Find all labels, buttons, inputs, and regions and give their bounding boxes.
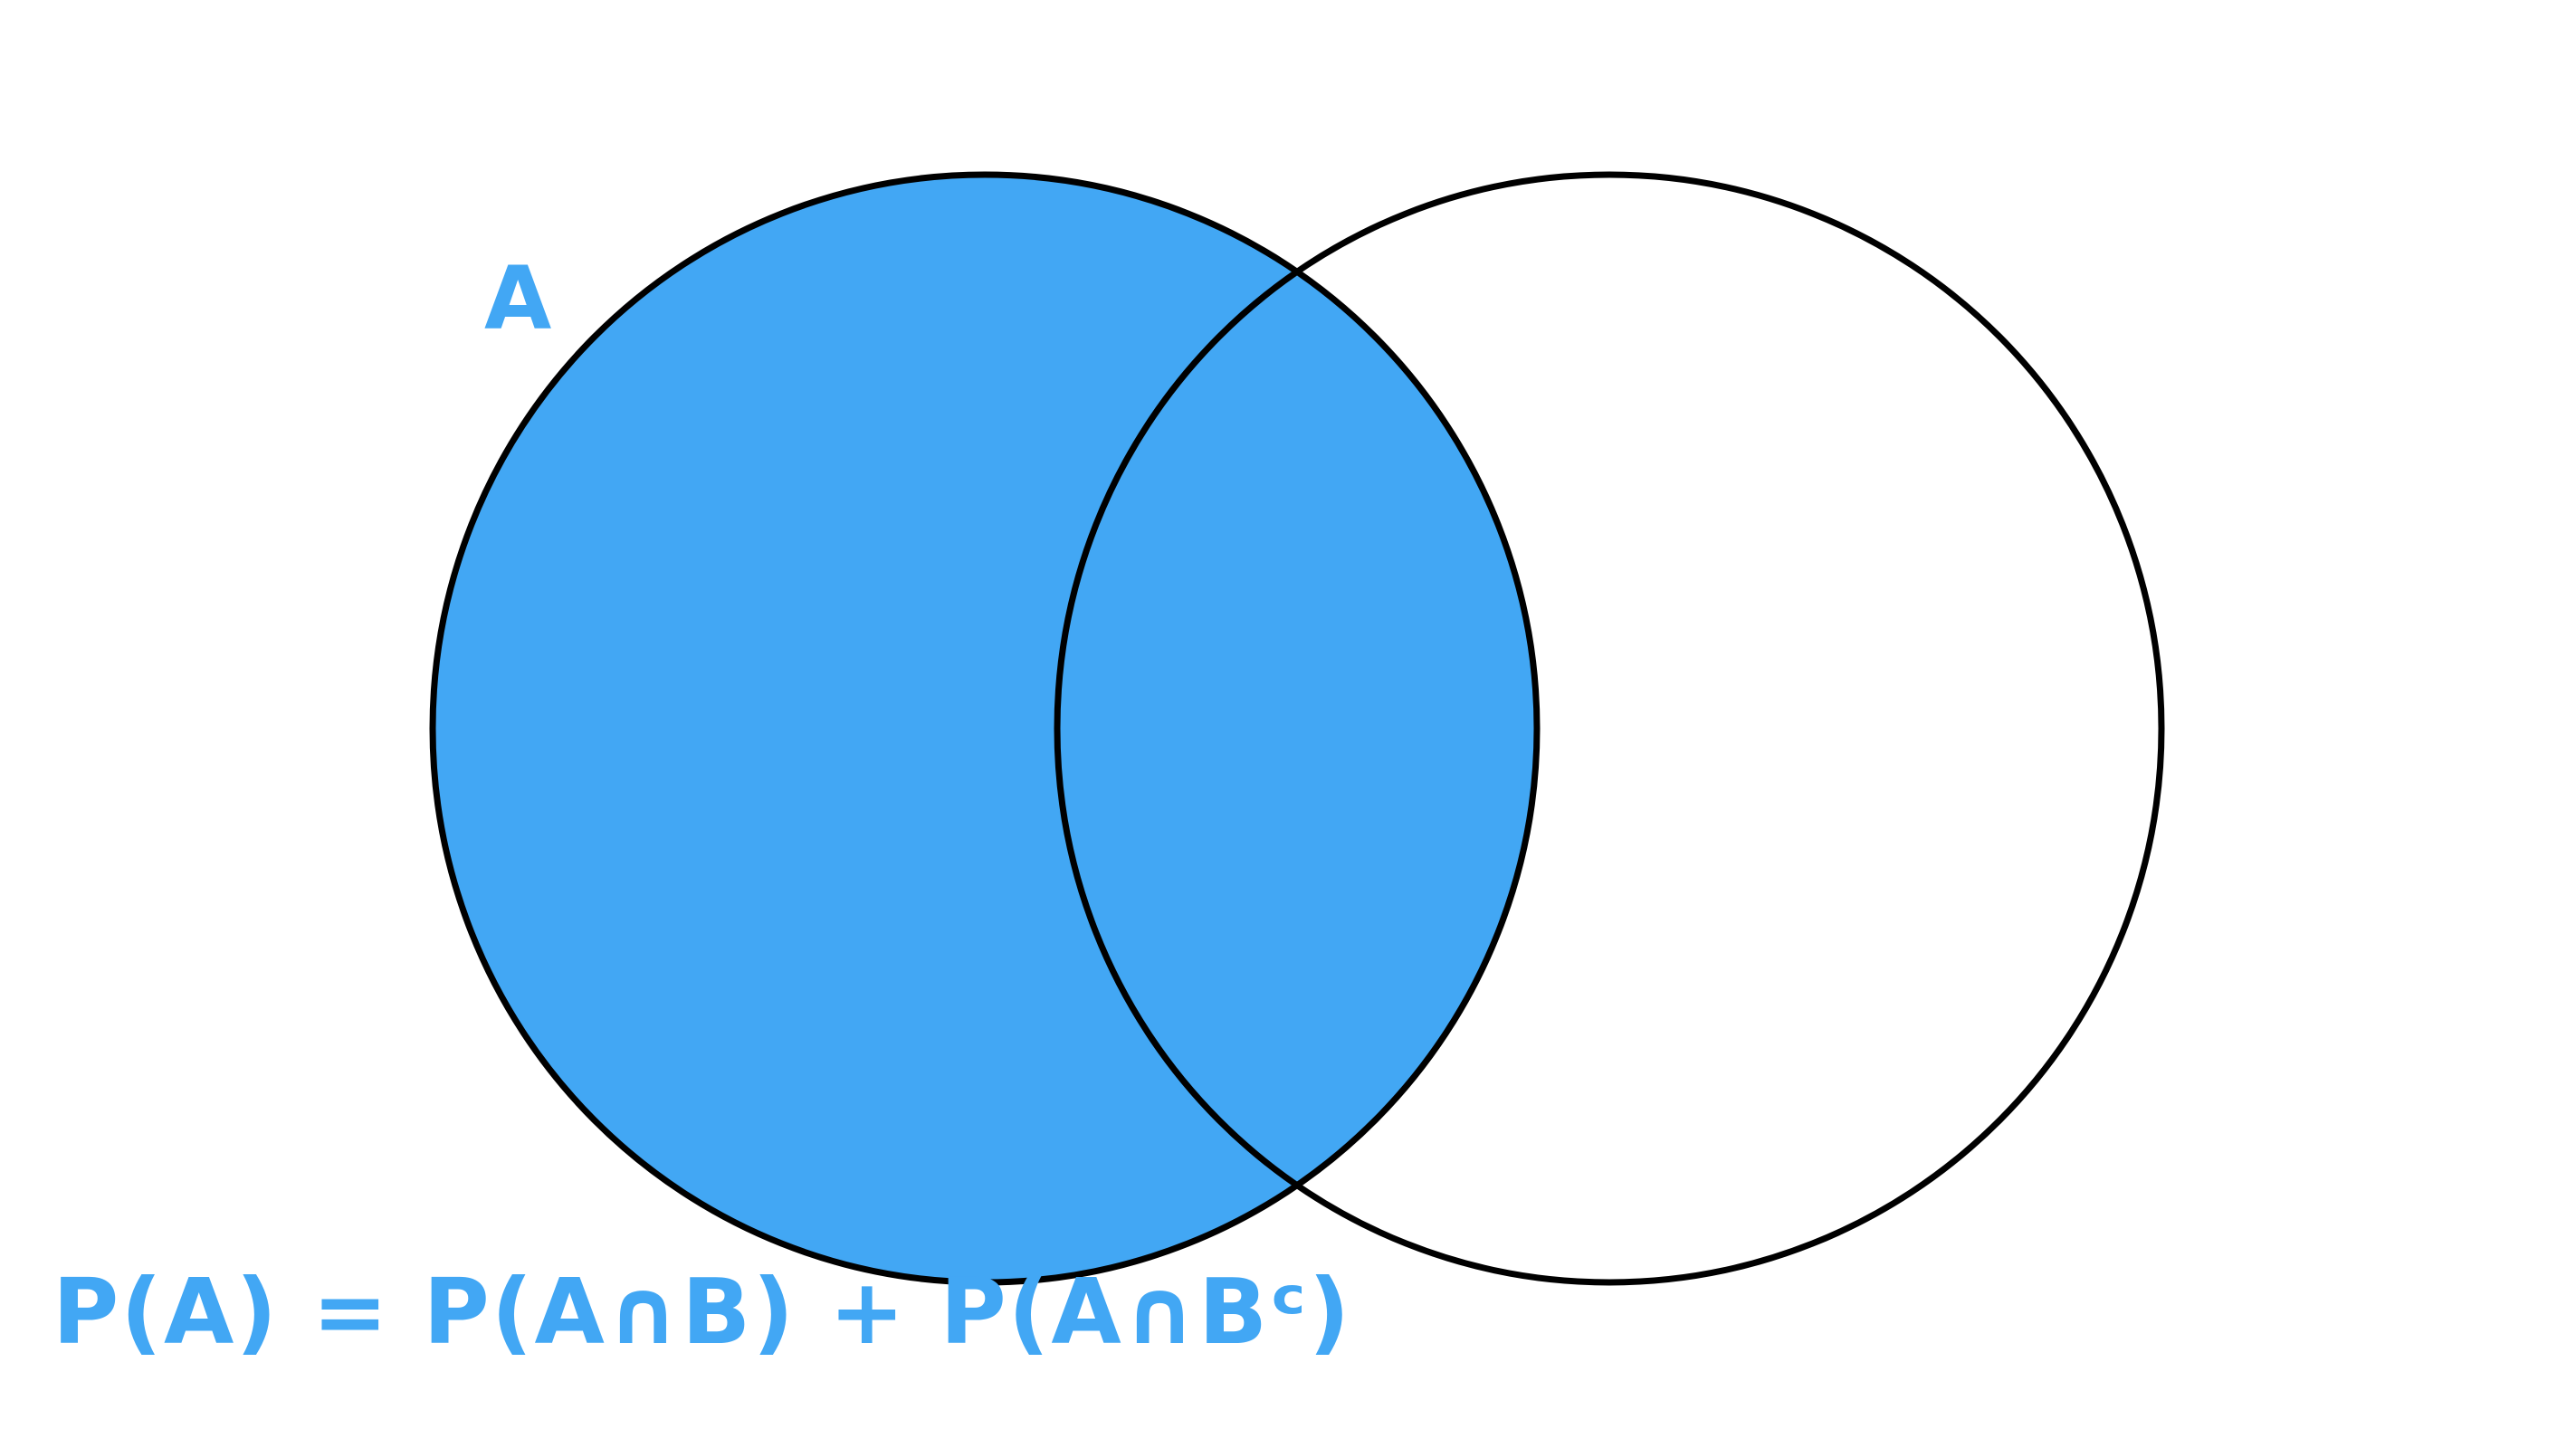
- set-a-label: A: [484, 248, 551, 349]
- probability-formula: P(A) = P(A∩B) + P(A∩Bᶜ): [52, 1259, 1352, 1365]
- set-b-circle: [1054, 171, 2165, 1286]
- set-a-circle: [429, 171, 1541, 1286]
- set-a-region: [433, 175, 1537, 1282]
